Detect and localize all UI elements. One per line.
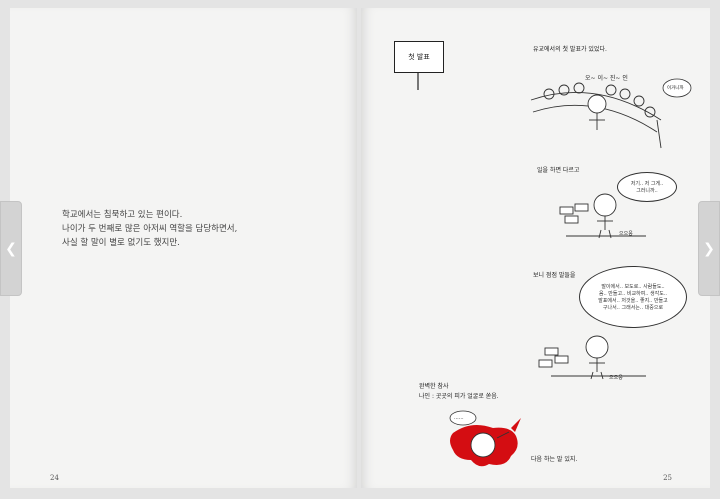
bubble-line: 발표에서.. 저것을.. 좋지.. 만들고 [598,298,668,304]
caption-disaster: 완벽한 참사 나인 : 곳곳의 피가 얼굴로 쏟음. [419,382,499,402]
caption-line: 완벽한 참사 [419,383,449,390]
chevron-left-icon: ❮ [5,240,17,257]
presenter-drawing-1 [559,193,646,239]
floor-label-2: 으으응 [609,375,623,381]
crowd-chant: 오~ 이~ 진~ 인 [585,75,628,82]
crowd-bubble-text: 이거니까 [667,86,684,91]
body-line: 사실 할 말이 별로 없기도 했지만. [62,238,180,248]
crowd-drawing [530,82,662,149]
floor-label-1: 으으응 [619,231,633,237]
presenter-drawing-2 [538,335,646,380]
caption-words: 보니 점점 말들을 [533,272,576,279]
page-number-right: 25 [663,474,672,482]
body-text: 학교에서는 침묵하고 있는 편이다. 나이가 두 번째로 많은 아저씨 역할을 … [62,208,237,250]
prev-page-button[interactable]: ❮ [0,201,22,296]
speech-bubble-2: 말이에서.. 보도로.. 사람들도.. 음.. 만들고.. 비교하여.. 생각도… [579,266,687,328]
body-line: 학교에서는 침묵하고 있는 편이다. [62,210,183,220]
next-page-button[interactable]: ❯ [698,201,720,296]
bubble-line: 음.. 만들고.. 비교하여.. 생각도.. [598,291,668,297]
bubble-line: 구나서.. 그래서는.. 대중으로 [602,305,664,311]
page-number-left: 24 [50,474,59,482]
small-bubble-shape [449,410,477,426]
crowd-bubble-shape [662,78,692,98]
bubble-line: 그러니까.. [636,188,658,194]
caption-next: 다음 하는 말 있지. [531,456,578,463]
right-page: 첫 발표 유교에서의 첫 발표가 있었다. 오~ 이~ 진~ 인 이거니까 일을… [361,8,710,488]
small-bubble-text: ...... [454,415,464,421]
bubble-line: 말이에서.. 보도로.. 사람들도.. [601,284,665,290]
sign-board: 첫 발표 [394,41,444,73]
comic-sketch [417,71,692,467]
body-line: 나이가 두 번째로 많은 아저씨 역할을 담당하면서, [62,224,238,234]
caption-first-presentation: 유교에서의 첫 발표가 있었다. [533,46,607,53]
left-page: 학교에서는 침묵하고 있는 편이다. 나이가 두 번째로 많은 아저씨 역할을 … [10,8,357,488]
chevron-right-icon: ❯ [703,240,715,257]
caption-work: 일을 하면 다르고 [537,167,580,174]
sign-label: 첫 발표 [408,53,430,61]
blood-splash [450,418,521,467]
caption-line: 나인 : 곳곳의 피가 얼굴로 쏟음. [419,393,499,400]
bubble-line: 저기.. 저 그게.. [630,181,664,187]
speech-bubble-1: 저기.. 저 그게.. 그러니까.. [617,172,677,202]
